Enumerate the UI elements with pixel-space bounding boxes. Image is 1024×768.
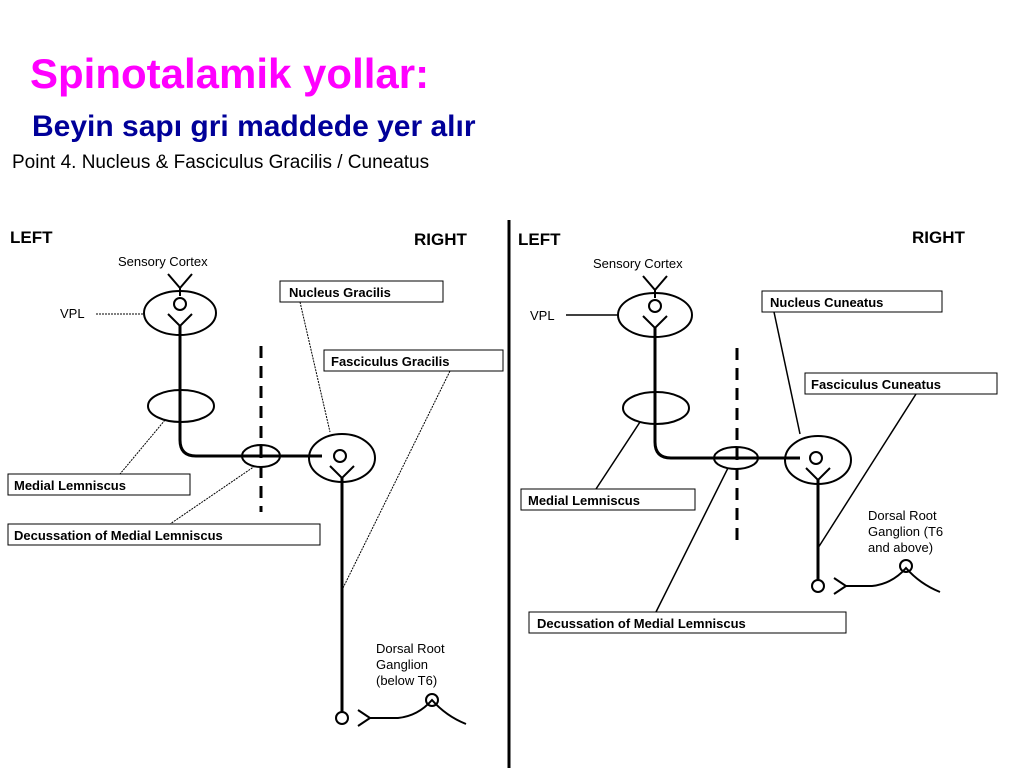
left-decussation-ellipse (241, 444, 281, 468)
right-nucleus-synapse (805, 467, 831, 482)
left-medial-lemniscus-label: Medial Lemniscus (14, 478, 126, 493)
slide-subtitle: Beyin sapı gri maddede yer alır (32, 110, 476, 143)
left-vpl-synapse (167, 313, 193, 328)
right-sensory-cortex-label: Sensory Cortex (593, 256, 683, 271)
left-sensory-cortex-label: Sensory Cortex (118, 254, 208, 269)
right-ganglion-line-2: Ganglion (T6 (868, 524, 943, 539)
right-ganglion-line-3: and above) (868, 540, 933, 555)
right-vpl-synapse (642, 315, 668, 330)
right-nucleus-neuron (809, 451, 823, 465)
left-nucleus-label: Nucleus Gracilis (289, 285, 391, 300)
right-vpl-label: VPL (530, 308, 555, 323)
left-decussation-box (7, 523, 321, 546)
right-fasciculus-box (804, 372, 998, 395)
right-pointer-lines (595, 311, 917, 613)
left-cortex-synapse (167, 273, 193, 296)
right-ganglion-line-1: Dorsal Root (868, 508, 937, 523)
right-fasciculus-label: Fasciculus Cuneatus (811, 377, 941, 392)
left-decussation-label: Decussation of Medial Lemniscus (14, 528, 223, 543)
left-ganglion-cell (425, 693, 439, 707)
left-ganglion-line-1: Dorsal Root (376, 641, 445, 656)
left-pointer-lines (119, 301, 451, 591)
right-ganglion-neuron (811, 579, 825, 593)
diagram-caption: Point 4. Nucleus & Fasciculus Gracilis /… (12, 152, 430, 173)
right-brainstem-ellipse (622, 391, 690, 425)
right-vpl-neuron (648, 299, 662, 313)
left-nucleus-synapse (329, 465, 355, 480)
right-ganglion-fibre (833, 566, 941, 595)
right-ganglion-cell (899, 559, 913, 573)
right-panel: LEFT RIGHT Sensory Cortex VPL Dorsal Roo… (518, 228, 998, 634)
left-fasciculus-label: Fasciculus Gracilis (331, 354, 450, 369)
right-medial-lemniscus-fibre (653, 328, 800, 460)
slide-title: Spinotalamik yollar: (30, 50, 430, 97)
left-panel-side-left: LEFT (10, 228, 53, 247)
left-ganglion-neuron (335, 711, 349, 725)
right-cortex-synapse (642, 275, 668, 298)
left-ganglion-line-2: Ganglion (376, 657, 428, 672)
left-medial-lemniscus-fibre (178, 326, 322, 458)
right-panel-side-left: LEFT (518, 230, 561, 249)
left-panel: LEFT RIGHT Sensory Cortex VPL Dorsal Roo… (7, 228, 504, 727)
left-vpl-neuron (173, 297, 187, 311)
right-nucleus-label: Nucleus Cuneatus (770, 295, 883, 310)
right-nucleus-ellipse (784, 435, 852, 485)
left-medial-lemniscus-box (7, 473, 191, 496)
left-nucleus-ellipse (308, 433, 376, 483)
left-fasciculus-box (323, 349, 504, 372)
right-decussation-box (528, 611, 847, 634)
left-nucleus-neuron (333, 449, 347, 463)
right-medial-lemniscus-box (520, 488, 696, 511)
left-ganglion-fibre (357, 698, 467, 727)
left-ganglion-line-3: (below T6) (376, 673, 437, 688)
left-vpl-label: VPL (60, 306, 85, 321)
right-medial-lemniscus-label: Medial Lemniscus (528, 493, 640, 508)
left-brainstem-ellipse (147, 389, 215, 423)
left-panel-side-right: RIGHT (414, 230, 468, 249)
left-nucleus-box (279, 280, 444, 303)
right-nucleus-box (761, 290, 943, 313)
right-panel-side-right: RIGHT (912, 228, 966, 247)
right-decussation-ellipse (713, 446, 759, 470)
right-decussation-label: Decussation of Medial Lemniscus (537, 616, 746, 631)
